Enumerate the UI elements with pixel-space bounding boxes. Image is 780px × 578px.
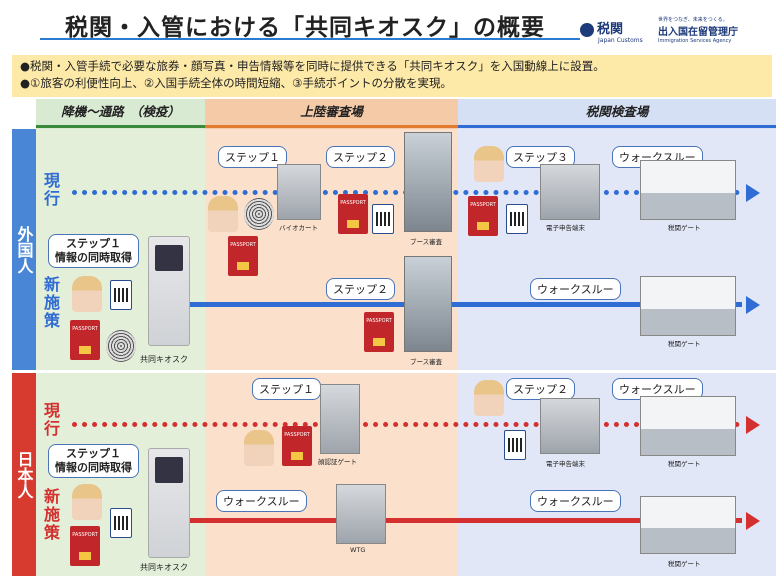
column-header-arrival: 降機～通路 （検疫） [36,99,205,129]
qr-code-icon [504,430,526,460]
callout-walkthrough-foreign-new: ウォークスルー [530,278,621,300]
group-label-foreign: 外国人 [12,129,36,370]
qr-code-icon [110,280,132,310]
caption-terminal: 電子申告端末 [546,460,585,468]
caption-wtg: WTG [350,546,366,554]
callout-walkthrough-japanese-wtg: ウォークスルー [216,490,307,512]
arrow-foreign-current-icon [746,184,760,202]
caption-booth: ブース審査 [410,358,443,366]
callout-step3-foreign: ステップ３ [506,146,575,168]
caption-biocart: バイオカート [279,224,318,232]
passport-icon: PASSPORT [468,196,498,236]
caption-customs-gate: 税関ゲート [668,460,701,468]
passport-icon: PASSPORT [70,526,100,566]
passport-icon: PASSPORT [282,426,312,466]
row-label-japanese-new: 新施策 [43,487,60,542]
title-underline [40,38,580,40]
callout-walkthrough-japanese-current: ウォークスルー [612,378,703,400]
customs-logo: 税関 Japan Customs [580,18,643,44]
qr-code-icon [372,204,394,234]
summary-line-2: ●①旅客の利便性向上、②入国手続全体の時間短縮、③手続ポイントの分散を実現。 [20,76,452,90]
face-recognition-gate-image [320,384,360,454]
isa-logo: 世界をつなぎ、未来をつくる。 出入国在留管理庁 Immigration Serv… [658,17,738,44]
joint-kiosk-image [148,236,190,346]
caption-face-gate: 顔認証ゲート [318,458,357,466]
callout-step2-japanese: ステップ２ [506,378,575,400]
booth-photo [404,132,452,232]
column-header-customs: 税関検査場 [458,99,776,129]
flow-line-japanese-current [72,422,740,427]
callout-step2-foreign-new: ステップ２ [326,278,395,300]
row-label-foreign-current: 現行 [43,171,60,208]
caption-customs-gate: 税関ゲート [668,340,701,348]
row-label-japanese-current: 現行 [43,401,60,438]
flow-line-foreign-new [186,302,742,307]
customs-gate-photo [640,160,736,220]
traveler-photo [208,196,238,232]
e-declaration-terminal-image [540,398,600,454]
booth-photo [404,256,452,352]
callout-step1-foreign: ステップ１ [218,146,287,168]
page-title: 税関・入管における「共同キオスク」の概要 [65,15,545,41]
passport-icon: PASSPORT [338,194,368,234]
customs-gate-photo [640,276,736,336]
caption-kiosk: 共同キオスク [140,563,188,572]
customs-gate-photo [640,396,736,456]
arrow-japanese-new-icon [746,512,760,530]
flow-line-japanese-new [186,518,742,523]
customs-gate-photo [640,496,736,554]
traveler-photo [474,146,504,182]
callout-step1-kiosk-japanese: ステップ１ 情報の同時取得 [48,444,139,478]
arrow-japanese-current-icon [746,416,760,434]
arrow-foreign-new-icon [746,296,760,314]
fingerprint-icon [106,330,136,362]
callout-step2-foreign: ステップ２ [326,146,395,168]
group-label-japanese: 日本人 [12,373,36,576]
caption-booth: ブース審査 [410,238,443,246]
summary-box: ●税関・入管手続で必要な旅券・顔写真・申告情報等を同時に提供できる「共同キオスク… [12,55,772,97]
callout-step1-japanese: ステップ１ [252,378,321,400]
customs-crest-icon [580,22,594,37]
traveler-photo [72,276,102,312]
summary-line-1: ●税関・入管手続で必要な旅券・顔写真・申告情報等を同時に提供できる「共同キオスク… [20,59,605,73]
row-label-foreign-new: 新施策 [43,275,60,330]
wtg-gate-image [336,484,386,544]
callout-step1-kiosk-foreign: ステップ１ 情報の同時取得 [48,234,139,268]
joint-kiosk-image [148,448,190,558]
caption-customs-gate: 税関ゲート [668,560,701,568]
caption-customs-gate: 税関ゲート [668,224,701,232]
traveler-photo [244,430,274,466]
qr-code-icon [506,204,528,234]
caption-kiosk: 共同キオスク [140,355,188,364]
passport-icon: PASSPORT [70,320,100,360]
column-header-immigration: 上陸審査場 [205,99,458,129]
callout-walkthrough-japanese-new: ウォークスルー [530,490,621,512]
passport-icon: PASSPORT [364,312,394,352]
passport-icon: PASSPORT [228,236,258,276]
biocart-image [277,164,321,220]
qr-code-icon [110,508,132,538]
fingerprint-icon [244,198,274,230]
traveler-photo [474,380,504,416]
e-declaration-terminal-image [540,164,600,220]
caption-terminal: 電子申告端末 [546,224,585,232]
traveler-photo [72,484,102,520]
